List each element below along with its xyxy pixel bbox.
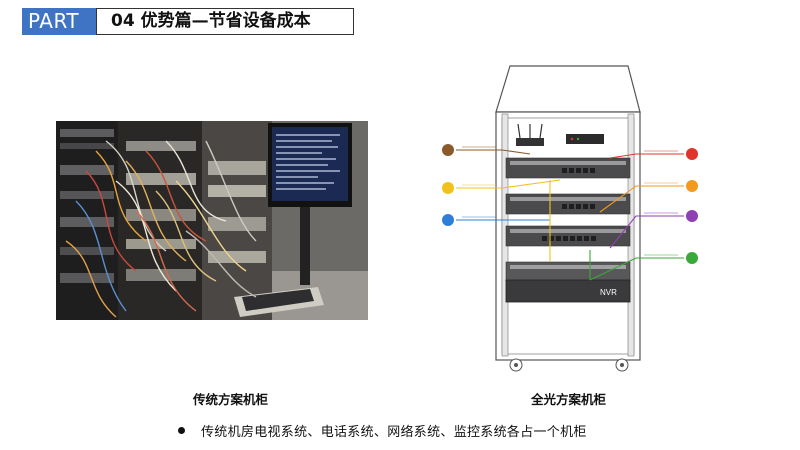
part-badge: PART <box>22 8 96 35</box>
page-title: 04 优势篇—节省设备成本 <box>96 8 354 35</box>
full-optical-rack-diagram: NVR <box>430 62 730 380</box>
optical-rack-caption: 全光方案机柜 <box>531 392 607 407</box>
bullet-dot-icon <box>178 427 185 434</box>
traditional-rack-caption: 传统方案机柜 <box>193 392 269 407</box>
traditional-rack-photo <box>56 121 368 320</box>
bullet-point: 传统机房电视系统、电话系统、网络系统、监控系统各占一个机柜 <box>178 421 587 440</box>
nvr-label: NVR <box>600 288 617 297</box>
bullet-text: 传统机房电视系统、电话系统、网络系统、监控系统各占一个机柜 <box>201 425 587 440</box>
